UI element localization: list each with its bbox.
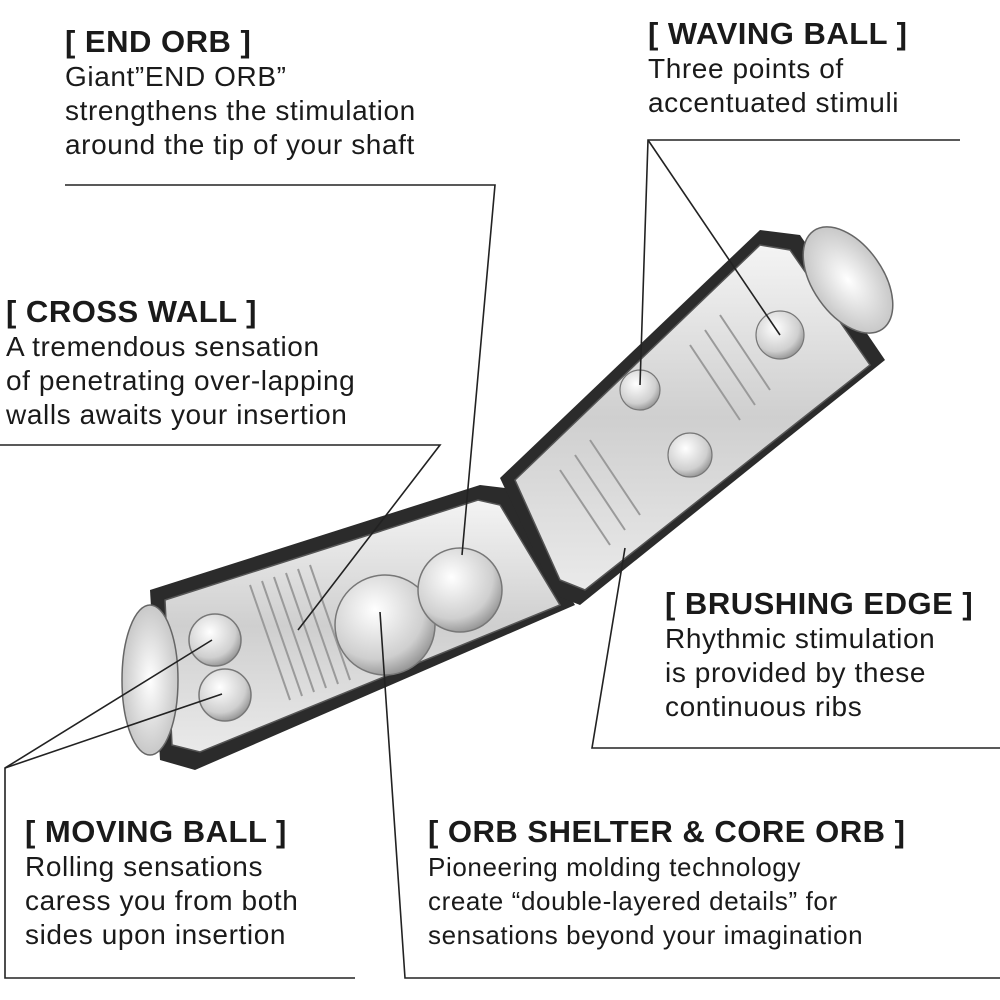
- leader-orb-shelter: [379, 611, 1000, 979]
- brushing-edge-ribs: [559, 314, 771, 546]
- waving-ball-2: [667, 432, 713, 478]
- cross-wall-line-1: A tremendous sensation: [6, 331, 320, 362]
- cross-wall-title: [ CROSS WALL ]: [6, 294, 257, 329]
- waving-ball-line-2: accentuated stimuli: [648, 87, 900, 118]
- orb-shelter: [417, 547, 503, 633]
- lower-end-cap: [121, 604, 179, 756]
- moving-ball-line-3: sides upon insertion: [25, 919, 287, 950]
- leader-brushing-edge: [591, 547, 1000, 749]
- orb-shelter-line-2: create “double-layered details” for: [428, 886, 838, 916]
- leader-waving-ball-b: [647, 139, 781, 336]
- callout-brushing-edge: [ BRUSHING EDGE ] Rhythmic stimulation i…: [665, 586, 973, 724]
- cross-wall-ribs: [249, 564, 351, 701]
- leader-moving-ball-a: [4, 639, 355, 979]
- moving-ball-title: [ MOVING BALL ]: [25, 814, 287, 849]
- upper-end-cap: [802, 226, 894, 334]
- callout-end-orb: [ END ORB ] Giant”END ORB” strengthens t…: [65, 24, 416, 162]
- leader-moving-ball-b: [4, 693, 223, 769]
- end-orb-line-2: strengthens the stimulation: [65, 95, 416, 126]
- callout-waving-ball: [ WAVING BALL ] Three points of accentua…: [648, 16, 908, 120]
- brushing-edge-line-3: continuous ribs: [665, 691, 863, 722]
- orb-shelter-line-3: sensations beyond your imagination: [428, 920, 864, 950]
- orb-shelter-title: [ ORB SHELTER & CORE ORB ]: [428, 814, 906, 849]
- upper-case-half: [500, 226, 894, 605]
- cross-wall-line-2: of penetrating over-lapping: [6, 365, 356, 396]
- leader-lines: [0, 139, 1000, 979]
- brushing-edge-line-2: is provided by these: [665, 657, 927, 688]
- lower-case-half: [121, 485, 575, 770]
- callout-orb-shelter: [ ORB SHELTER & CORE ORB ] Pioneering mo…: [428, 814, 905, 952]
- moving-ball-line-1: Rolling sensations: [25, 851, 264, 882]
- brushing-edge-line-1: Rhythmic stimulation: [665, 623, 936, 654]
- brushing-edge-title: [ BRUSHING EDGE ]: [665, 586, 974, 621]
- orb-shelter-line-1: Pioneering molding technology: [428, 852, 801, 882]
- leader-cross-wall: [0, 444, 442, 631]
- moving-ball-line-2: caress you from both: [25, 885, 299, 916]
- leader-end-orb: [65, 184, 496, 556]
- callout-moving-ball: [ MOVING BALL ] Rolling sensations cares…: [25, 814, 298, 952]
- callout-cross-wall: [ CROSS WALL ] A tremendous sensation of…: [6, 294, 355, 432]
- end-orb-line-3: around the tip of your shaft: [65, 129, 415, 160]
- moving-ball-lower: [198, 668, 252, 722]
- end-orb-line-1: Giant”END ORB”: [65, 61, 287, 92]
- cross-wall-line-3: walls awaits your insertion: [6, 399, 348, 430]
- waving-ball-title: [ WAVING BALL ]: [648, 16, 908, 51]
- waving-ball-line-1: Three points of: [648, 53, 844, 84]
- end-orb-title: [ END ORB ]: [65, 24, 252, 59]
- moving-ball-upper: [188, 613, 242, 667]
